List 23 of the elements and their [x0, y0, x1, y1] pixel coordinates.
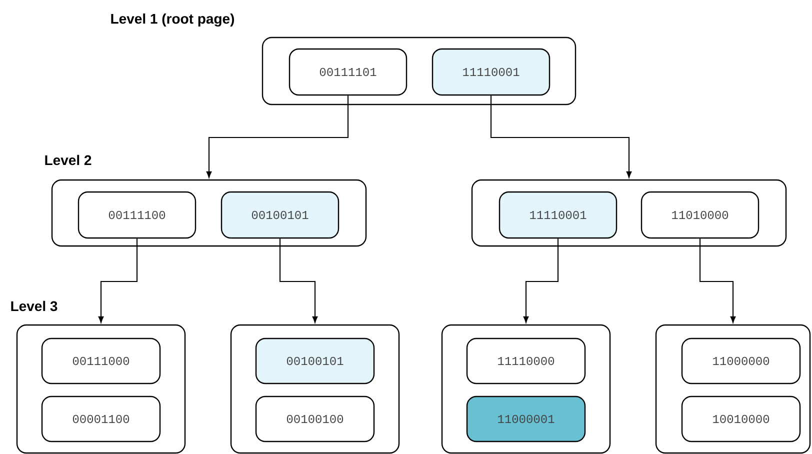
key-box: 00111101	[288, 48, 408, 96]
key-box: 11110001	[432, 48, 550, 96]
key-box: 11000001	[466, 396, 586, 442]
key-box: 00100101	[220, 191, 340, 239]
key-box: 00001100	[41, 396, 161, 442]
arrow	[523, 238, 559, 323]
arrow	[490, 96, 632, 178]
key-box: 00111100	[78, 191, 196, 239]
arrow	[279, 238, 318, 323]
key-box: 11110000	[466, 338, 586, 384]
key-box: 10010000	[681, 396, 801, 442]
key-box: 00100100	[255, 396, 375, 442]
arrow	[206, 96, 349, 178]
key-box: 00111000	[41, 338, 161, 384]
level-label: Level 1 (root page)	[111, 13, 234, 27]
key-box: 11010000	[640, 191, 760, 239]
arrow	[699, 238, 736, 323]
key-box: 11110001	[498, 191, 618, 239]
arrow	[98, 238, 138, 323]
level-label: Level 2	[45, 154, 92, 166]
key-box: 11000000	[681, 338, 801, 384]
key-box: 00100101	[255, 338, 375, 384]
level-label: Level 3	[11, 300, 58, 312]
